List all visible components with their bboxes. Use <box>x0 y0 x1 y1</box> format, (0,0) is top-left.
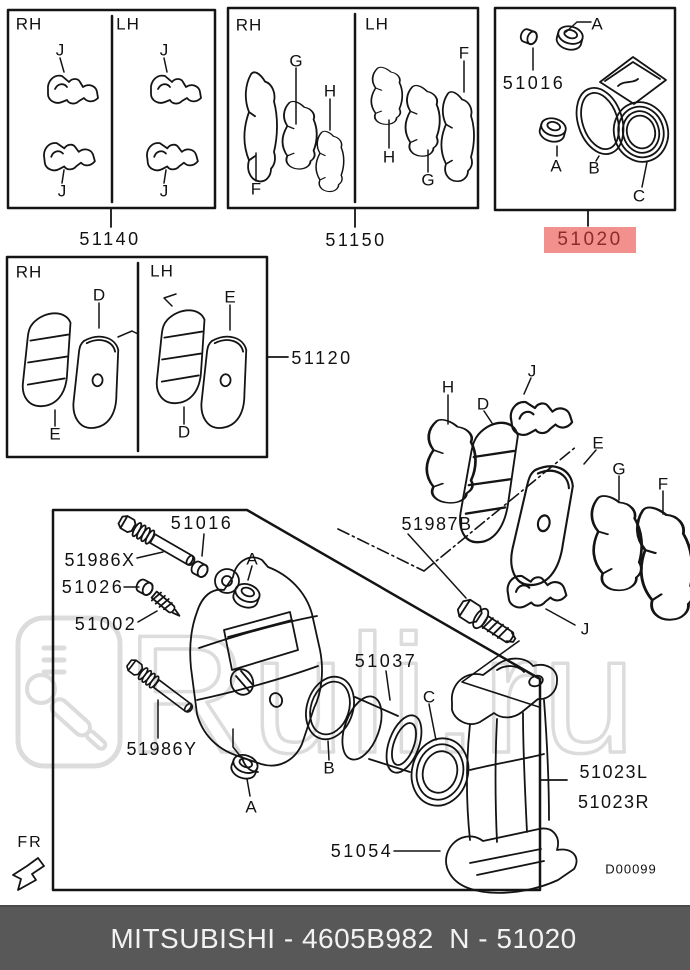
box2-side-lh: LH <box>365 14 389 34</box>
callout-a-kit-mid: A <box>550 156 562 176</box>
callout-e-exploded: E <box>592 433 604 453</box>
footer-reference: N - 51020 <box>449 923 577 954</box>
fr-marker: FR <box>17 834 43 851</box>
panel-51120-art <box>19 293 251 432</box>
callout-a-caliper-top: A <box>246 549 258 569</box>
part-number-51002: 51002 <box>74 614 138 634</box>
box1-side-rh: RH <box>15 14 43 34</box>
part-number-51120: 51120 <box>291 348 353 368</box>
callout-g-exploded: G <box>612 459 626 479</box>
callout-j-box1-br: J <box>159 181 169 201</box>
callout-j-exploded-top: J <box>527 361 537 381</box>
box4-side-rh: RH <box>15 262 43 282</box>
callout-c-kit: C <box>632 186 646 206</box>
footer-brand-part: MITSUBISHI - 4605B982 <box>110 923 434 954</box>
callout-h-exploded: H <box>441 377 455 397</box>
box2-side-rh: RH <box>235 15 263 35</box>
panel-51020-frame <box>493 6 677 212</box>
callout-b-kit: B <box>588 158 600 178</box>
part-number-51150: 51150 <box>325 230 387 250</box>
part-number-51016-kit: 51016 <box>502 73 566 93</box>
callout-b-caliper: B <box>323 758 335 778</box>
box1-side-lh: LH <box>116 14 140 34</box>
callout-g-box2-lh: G <box>421 170 435 190</box>
callout-f-box2-rh: F <box>250 179 262 199</box>
callout-a-kit-top: A <box>591 14 603 34</box>
part-number-51037: 51037 <box>354 651 418 671</box>
callout-e-box4-rh: E <box>49 424 61 444</box>
callout-h-box2-rh: H <box>323 81 337 101</box>
phantom-lines <box>337 445 578 708</box>
part-number-51140: 51140 <box>79 229 141 249</box>
footer-bar: MITSUBISHI - 4605B982 N - 51020 <box>0 905 690 970</box>
panel-51140-art <box>41 57 202 184</box>
panel-51150-art <box>243 60 475 193</box>
callout-f-exploded: F <box>657 474 669 494</box>
callout-j-exploded-bottom: J <box>580 619 590 639</box>
highlighted-part-number[interactable]: 51020 <box>544 227 636 253</box>
part-number-51054: 51054 <box>330 841 394 861</box>
panel-51020-art <box>518 21 670 188</box>
callout-j-box1-tl: J <box>55 40 65 60</box>
panel-leaders <box>110 207 589 781</box>
part-number-51023l: 51023L <box>579 762 649 782</box>
part-number-51987b: 51987B <box>401 514 473 534</box>
part-number-51986y: 51986Y <box>126 739 198 759</box>
callout-e-box4-lh: E <box>224 287 236 307</box>
callout-d-box4-lh: D <box>177 422 191 442</box>
part-number-51986x: 51986X <box>64 550 136 570</box>
diagram-code: D00099 <box>605 861 657 877</box>
panel-caliper-frame <box>51 508 542 892</box>
callout-f-box2-lh: F <box>458 43 470 63</box>
caliper-assembly-art <box>115 512 578 894</box>
callout-a-caliper-bottom: A <box>245 797 257 817</box>
callout-h-box2-lh: H <box>382 147 396 167</box>
callout-g-box2-rh: G <box>289 51 303 71</box>
part-number-51016-caliper: 51016 <box>170 513 234 533</box>
part-number-51026: 51026 <box>61 577 125 597</box>
callout-c-caliper: C <box>422 687 436 707</box>
fr-arrow-icon <box>12 857 45 891</box>
callout-d-exploded: D <box>476 394 490 414</box>
callout-d-box4-rh: D <box>92 285 106 305</box>
callout-j-box1-tr: J <box>159 40 169 60</box>
pad-exploded-art <box>407 377 690 651</box>
box4-side-lh: LH <box>150 261 174 281</box>
callout-j-box1-bl: J <box>57 181 67 201</box>
part-number-51023r: 51023R <box>577 792 651 812</box>
panel-51150-frame <box>226 6 480 210</box>
parts-diagram-canvas: Ruli.ru <box>5 6 690 894</box>
